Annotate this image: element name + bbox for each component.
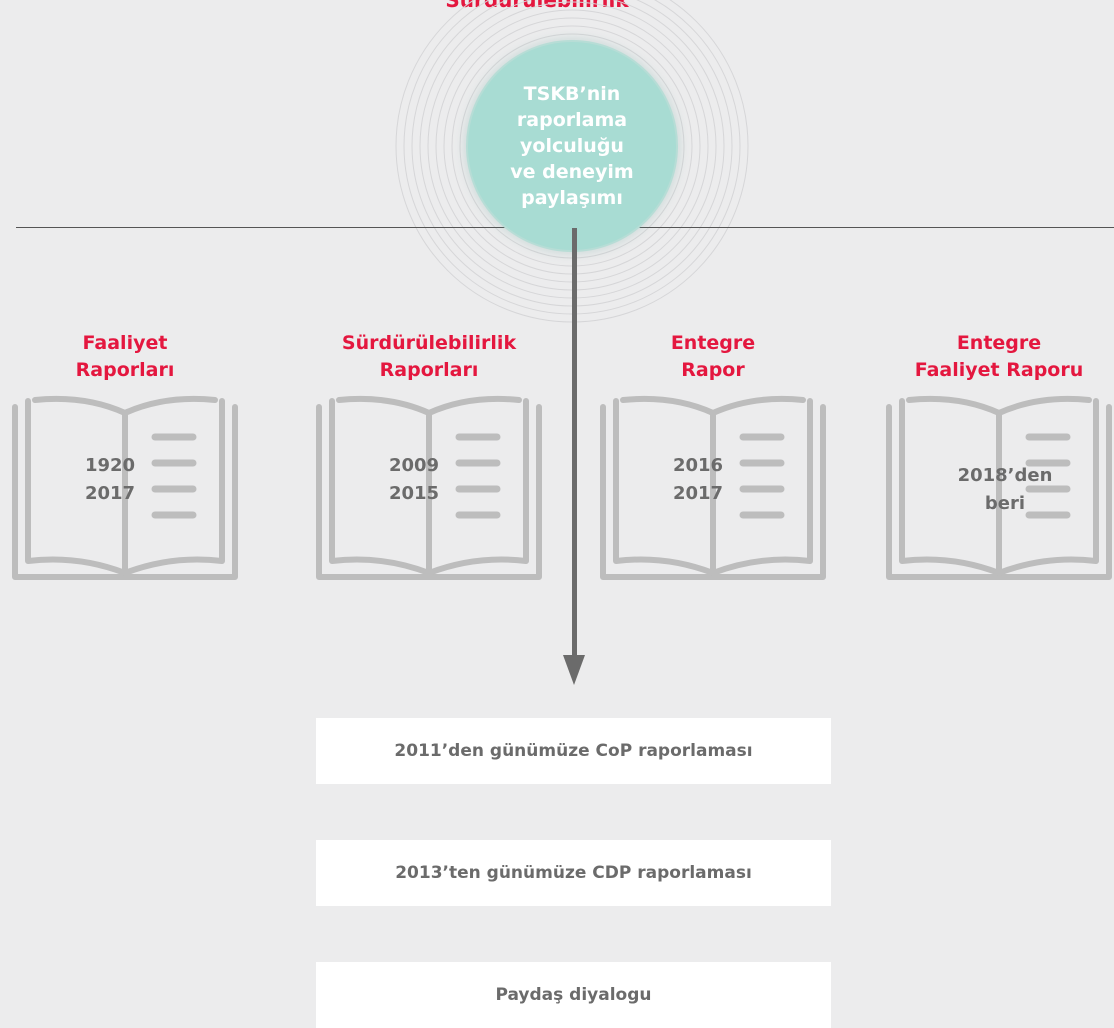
item-box-paydas: Paydaş diyalogu: [316, 962, 831, 1028]
open-book-icon: [886, 395, 1112, 580]
book-title-line: Raporları: [379, 359, 479, 381]
item-box-cop: 2011’den günümüze CoP raporlaması: [316, 718, 831, 784]
book-title-line: Raporları: [75, 359, 175, 381]
book-title-line: Entegre: [956, 332, 1042, 354]
book-year: 2016: [672, 455, 724, 476]
book-title-line: Rapor: [681, 359, 745, 381]
book-year: 2017: [84, 483, 136, 504]
book-year: 2009: [388, 455, 440, 476]
open-book-icon: [600, 395, 826, 580]
book-title: Entegre Faaliyet Raporu: [884, 330, 1114, 384]
item-box-cdp: 2013’ten günümüze CDP raporlaması: [316, 840, 831, 906]
center-title-line: TSKB’nin: [523, 83, 621, 105]
book-years: 2009 2015: [374, 452, 454, 508]
book-years: 1920 2017: [70, 452, 150, 508]
center-title: TSKB’nin raporlama yolculuğu ve deneyim …: [497, 81, 647, 211]
center-title-line: raporlama: [516, 109, 628, 131]
item-label: Paydaş diyalogu: [495, 985, 652, 1005]
book-surdurulebilirlik-raporlari: Sürdürülebilirlik Raporları 2009 2015: [314, 330, 544, 580]
book-title-line: Sürdürülebilirlik: [341, 332, 517, 354]
book-year: 2017: [672, 483, 724, 504]
book-entegre-faaliyet-raporu: Entegre Faaliyet Raporu 2018’den beri: [884, 330, 1114, 580]
book-years: 2016 2017: [658, 452, 738, 508]
timeline-arrow-line: [572, 228, 577, 660]
book-title-line: Faaliyet Raporu: [914, 359, 1084, 381]
book-title: Sürdürülebilirlik Raporları: [314, 330, 544, 384]
book-year: beri: [984, 493, 1026, 514]
book-title-line: Faaliyet: [82, 332, 168, 354]
arrow-down-icon: [563, 655, 585, 685]
book-year: 2018’den: [957, 465, 1053, 486]
center-title-line: paylaşımı: [521, 187, 623, 209]
item-label: 2011’den günümüze CoP raporlaması: [394, 741, 753, 761]
book-year: 1920: [84, 455, 136, 476]
open-book-icon: [316, 395, 542, 580]
book-faaliyet-raporlari: Faaliyet Raporları 1920 2017: [10, 330, 240, 580]
item-label: 2013’ten günümüze CDP raporlaması: [395, 863, 752, 883]
book-year: 2015: [388, 483, 440, 504]
center-title-line: ve deneyim: [510, 161, 634, 183]
book-title-line: Entegre: [670, 332, 756, 354]
center-title-line: yolculuğu: [520, 135, 624, 157]
book-entegre-rapor: Entegre Rapor 2016 2017: [598, 330, 828, 580]
book-title: Faaliyet Raporları: [10, 330, 240, 384]
open-book-icon: [12, 395, 238, 580]
book-years: 2018’den beri: [950, 462, 1060, 518]
center-circle: TSKB’nin raporlama yolculuğu ve deneyim …: [468, 42, 676, 250]
book-title: Entegre Rapor: [598, 330, 828, 384]
